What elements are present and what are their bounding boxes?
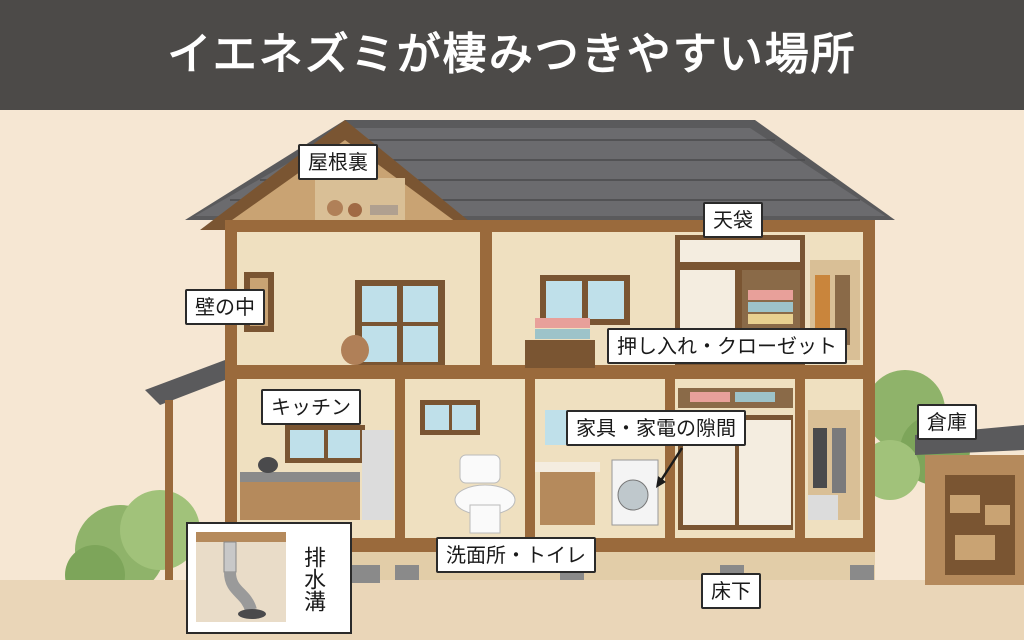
label-under-floor: 床下 [701,573,761,609]
label-shed: 倉庫 [917,404,977,440]
label-drain: 排水溝 [300,546,325,612]
pointer-arrow [658,447,684,483]
upper-window-left [355,280,445,365]
washroom-area [420,400,600,534]
house-illustration [0,120,1024,640]
label-attic: 屋根裏 [298,144,378,180]
ground [0,580,1024,640]
drain-inset: 排水溝 [186,522,352,634]
label-furniture-gaps: 家具・家電の隙間 [566,410,746,446]
drain-pipe-icon [196,532,286,622]
label-kitchen: キッチン [261,389,361,425]
washing-machine [611,459,659,526]
title-banner: イエネズミが棲みつきやすい場所 [0,0,1024,110]
label-washroom-toilet: 洗面所・トイレ [436,537,596,573]
shed [915,425,1024,585]
upper-window-right [540,275,630,325]
mid-beam [225,365,875,379]
porch-roof [145,360,225,405]
label-ceiling-storage: 天袋 [703,202,763,238]
kitchen-area [240,425,394,520]
page-title: イエネズミが棲みつきやすい場所 [167,29,857,80]
label-inside-wall: 壁の中 [185,289,265,325]
label-closet: 押し入れ・クローゼット [607,328,847,364]
